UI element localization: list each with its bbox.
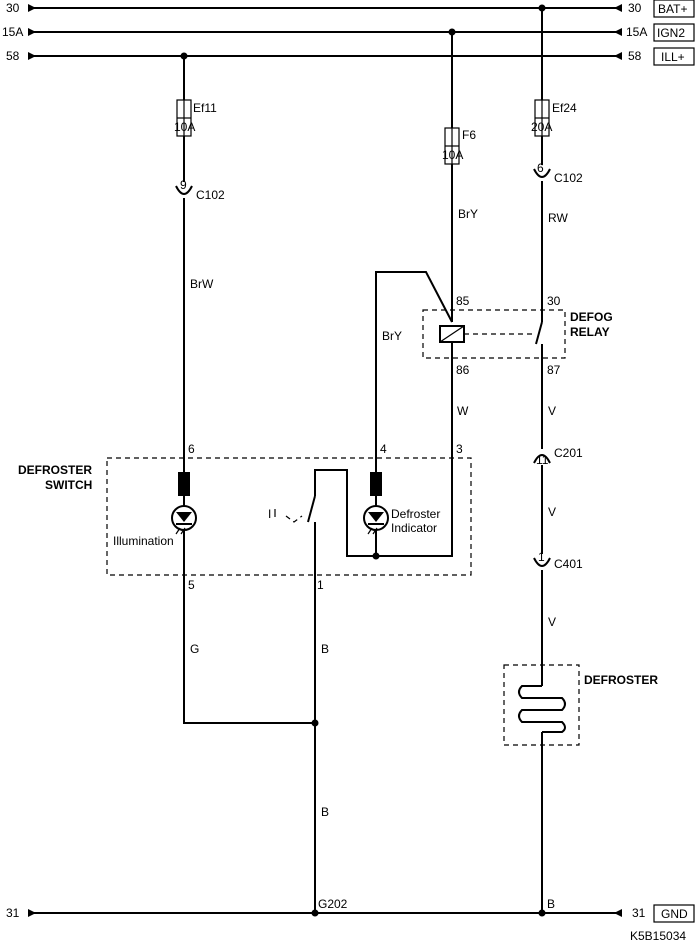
connector-c102-left-pin: 9 xyxy=(180,178,187,192)
ground-wiring xyxy=(183,575,319,727)
connector-c201-pin: 11 xyxy=(536,453,549,467)
wire-label-v1: V xyxy=(548,404,556,418)
diagram-id: K5B15034 xyxy=(630,929,686,943)
switch-title-line2: SWITCH xyxy=(45,478,92,492)
switch-pin-4: 4 xyxy=(380,442,387,456)
switch-internal-wiring xyxy=(274,469,453,913)
wire-label-w: W xyxy=(457,404,469,418)
relay-pin-86: 86 xyxy=(456,363,470,377)
connector-c201-name: C201 xyxy=(554,446,583,460)
svg-text:ILL+: ILL+ xyxy=(661,50,685,64)
fuse-ef24 xyxy=(534,99,550,137)
bus-gnd-left-label: 31 xyxy=(6,906,20,920)
bus-bat-right-label: 30 xyxy=(628,1,642,15)
bus-ign-left-label: 15A xyxy=(2,25,23,39)
defroster-outline xyxy=(503,664,580,746)
wire-label-v2: V xyxy=(548,505,556,519)
fuse-f6-rating: 10A xyxy=(442,148,463,162)
relay-outline xyxy=(422,309,566,359)
relay-coil xyxy=(439,325,465,343)
connector-c201-symbol xyxy=(533,454,551,464)
ground-b-label: B xyxy=(547,897,555,911)
illumination-lamp xyxy=(171,472,197,575)
switch-pin-6: 6 xyxy=(188,442,195,456)
connector-c102-right-pin: 6 xyxy=(537,161,544,175)
wire-label-b1: B xyxy=(321,642,329,656)
bus-arrows xyxy=(28,4,622,917)
wire-label-b2: B xyxy=(321,805,329,819)
relay-pin-87: 87 xyxy=(547,363,561,377)
connector-c102-right-name: C102 xyxy=(554,171,583,185)
bus-bat-tag: BAT+ xyxy=(653,0,695,18)
wire-label-brw: BrW xyxy=(190,277,214,291)
switch-outline xyxy=(106,457,472,576)
bus-ill-left-label: 58 xyxy=(6,49,20,63)
relay-coil-feed xyxy=(375,32,453,472)
svg-text:GND: GND xyxy=(661,907,688,921)
fuse-ef24-rating: 20A xyxy=(531,120,552,134)
svg-text:IGN2: IGN2 xyxy=(657,26,685,40)
illumination-label: Illumination xyxy=(113,534,174,548)
relay-title-line2: RELAY xyxy=(570,325,610,339)
switch-mark: I xyxy=(268,507,271,521)
wire-label-g: G xyxy=(190,642,199,656)
bus-junction-dots xyxy=(180,4,546,917)
defroster-title: DEFROSTER xyxy=(584,673,658,687)
bus-ill-tag: ILL+ xyxy=(653,47,695,66)
connector-c401-pin: 1 xyxy=(538,550,545,564)
bus-ign-right-label: 15A xyxy=(626,25,647,39)
relay-pin-30: 30 xyxy=(547,294,561,308)
fuse-f6-name: F6 xyxy=(462,128,476,142)
switch-pin-1: 1 xyxy=(317,578,324,592)
connector-c102-left-symbol xyxy=(175,185,193,195)
switch-title-line1: DEFROSTER xyxy=(18,463,92,477)
fuse-ef11-name: Ef11 xyxy=(193,101,217,115)
wire-label-bry-top: BrY xyxy=(458,207,478,221)
connector-c401-symbol xyxy=(533,557,551,567)
wire-label-bry-mid: BrY xyxy=(382,329,402,343)
wire-label-rw: RW xyxy=(548,211,568,225)
bus-gnd-right-label: 31 xyxy=(632,906,646,920)
svg-text:BAT+: BAT+ xyxy=(658,2,687,16)
connector-c102-right-symbol xyxy=(533,168,551,178)
indicator-label-line2: Indicator xyxy=(391,521,437,535)
switch-pin-3: 3 xyxy=(456,442,463,456)
wire-label-v3: V xyxy=(548,615,556,629)
relay-pin-85: 85 xyxy=(456,294,470,308)
fuse-ef11-rating: 10A xyxy=(174,120,195,134)
bus-gnd-tag: GND xyxy=(653,904,695,923)
indicator-label-line1: Defroster xyxy=(391,507,440,521)
bus-lines xyxy=(28,7,622,914)
fuse-ef11 xyxy=(176,99,192,137)
bus-ign-tag: IGN2 xyxy=(653,23,695,42)
bus-bat-left-label: 30 xyxy=(6,1,20,15)
ground-g202-label: G202 xyxy=(318,897,348,911)
connector-c401-name: C401 xyxy=(554,557,583,571)
relay-title-line1: DEFOG xyxy=(570,310,613,324)
defroster-element xyxy=(518,685,566,733)
connector-c102-left-name: C102 xyxy=(196,188,225,202)
bus-ill-right-label: 58 xyxy=(628,49,642,63)
relay-contact xyxy=(535,321,543,345)
fuse-ef24-name: Ef24 xyxy=(552,101,577,115)
switch-pin-5: 5 xyxy=(188,578,195,592)
fuse-f6 xyxy=(444,127,460,165)
indicator-lamp xyxy=(363,472,389,556)
